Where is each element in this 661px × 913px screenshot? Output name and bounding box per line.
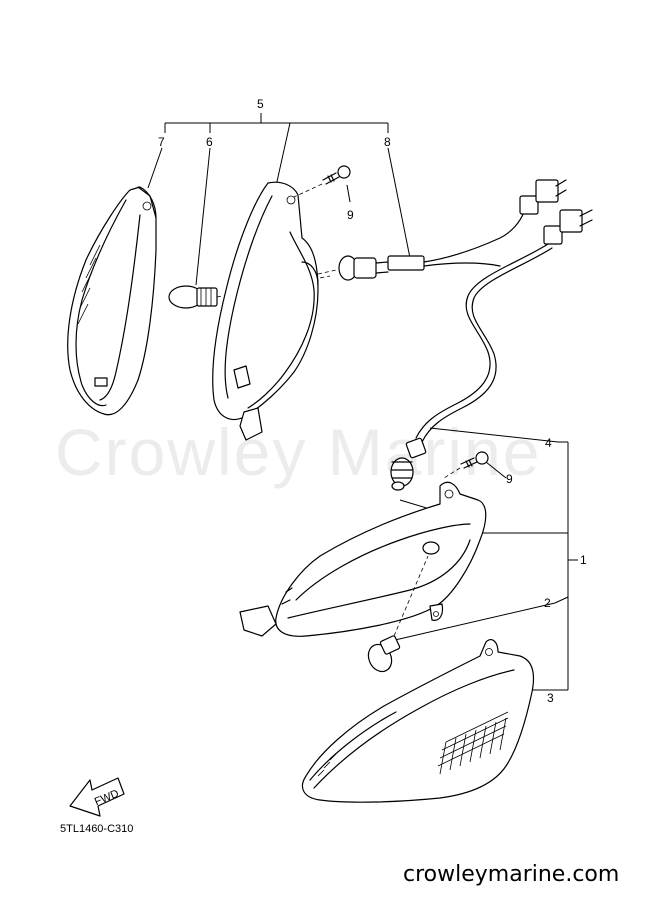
lower-socket [390, 437, 427, 491]
callout-3: 3 [547, 691, 554, 705]
callout-5: 5 [257, 97, 264, 111]
callout-6: 6 [206, 135, 213, 149]
site-url: crowleymarine.com [403, 862, 619, 887]
lower-lens [301, 639, 535, 803]
upper-socket-harness [317, 179, 593, 443]
callout-1: 1 [580, 553, 587, 567]
callout-9-upper: 9 [347, 208, 354, 222]
callout-9-lower: 9 [506, 472, 513, 486]
callout-8: 8 [384, 135, 391, 149]
callout-7: 7 [158, 135, 165, 149]
watermark: Crowley Marine [55, 415, 541, 489]
fwd-arrow-icon: FWD [69, 777, 125, 817]
upper-lens [67, 186, 157, 416]
lower-bulb [367, 555, 429, 673]
callout-2: 2 [544, 596, 551, 610]
callout-leaders [147, 113, 578, 691]
upper-housing [212, 181, 319, 441]
lower-housing [239, 481, 487, 637]
diagram-code: 5TL1460-C310 [60, 823, 133, 835]
upper-screw [293, 165, 351, 198]
lower-screw [443, 451, 489, 479]
callout-4: 4 [545, 436, 552, 450]
